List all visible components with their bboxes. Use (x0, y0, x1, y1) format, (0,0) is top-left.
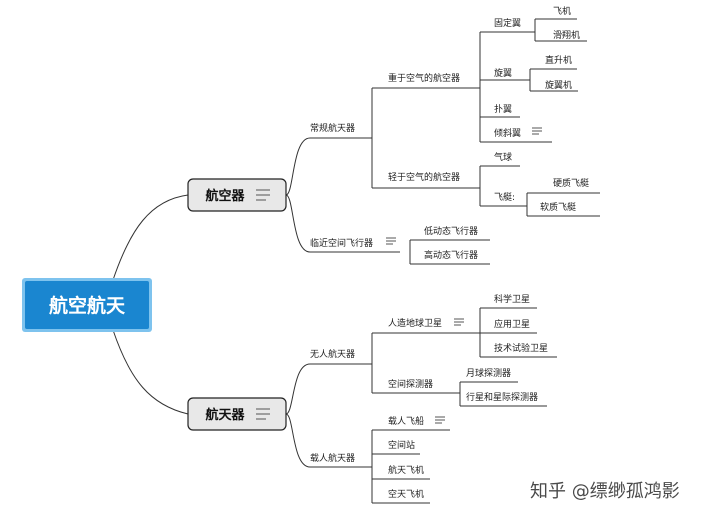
topic-tilt-wing[interactable]: 倾斜翼 (494, 127, 521, 139)
notes-icon[interactable] (454, 318, 464, 326)
topic-spaceplane[interactable]: 空天飞机 (388, 488, 424, 500)
topic-rotary-wing[interactable]: 旋翼 (494, 67, 512, 79)
topic-helicopter[interactable]: 直升机 (545, 54, 572, 66)
root-node[interactable]: 航空航天 (22, 278, 152, 332)
topic-low-dynamic-vehicle[interactable]: 低动态飞行器 (424, 225, 478, 237)
topic-application-satellite[interactable]: 应用卫星 (494, 318, 530, 330)
topic-unmanned-spacecraft[interactable]: 无人航天器 (310, 348, 355, 360)
topic-gyroplane[interactable]: 旋翼机 (545, 79, 572, 91)
topic-conventional-aircraft[interactable]: 常规航天器 (310, 122, 355, 134)
topic-manned-spaceship[interactable]: 载人飞船 (388, 415, 424, 427)
topic-science-satellite[interactable]: 科学卫星 (494, 293, 530, 305)
topic-rigid-airship[interactable]: 硬质飞艇 (553, 177, 589, 189)
topic-tech-test-satellite[interactable]: 技术试验卫星 (494, 342, 548, 354)
topic-fixed-wing[interactable]: 固定翼 (494, 17, 521, 29)
root-label: 航空航天 (49, 294, 126, 317)
branch-label-aircraft: 航空器 (205, 188, 245, 204)
topic-soft-airship[interactable]: 软质飞艇 (540, 201, 576, 213)
topic-heavier-than-air[interactable]: 重于空气的航空器 (388, 72, 460, 84)
notes-icon[interactable] (532, 127, 542, 135)
branch-node-aircraft[interactable]: 航空器 (187, 178, 287, 212)
topic-artificial-satellite[interactable]: 人造地球卫星 (388, 317, 442, 329)
topic-high-dynamic-vehicle[interactable]: 高动态飞行器 (424, 249, 478, 261)
notes-icon[interactable] (256, 189, 270, 201)
topic-lunar-probe[interactable]: 月球探测器 (466, 367, 511, 379)
watermark-text: 知乎 @缥缈孤鸿影 (530, 481, 680, 502)
topic-balloon[interactable]: 气球 (494, 151, 512, 163)
topic-space-shuttle[interactable]: 航天飞机 (388, 464, 424, 476)
topic-lighter-than-air[interactable]: 轻于空气的航空器 (388, 171, 460, 183)
topic-airship[interactable]: 飞艇: (494, 191, 515, 203)
topic-flapping-wing[interactable]: 扑翼 (494, 103, 512, 115)
topic-space-probe[interactable]: 空间探测器 (388, 378, 433, 390)
connector-lines (112, 18, 600, 504)
branch-node-spacecraft[interactable]: 航天器 (187, 397, 287, 431)
notes-icon[interactable] (386, 237, 396, 245)
topic-glider[interactable]: 滑翔机 (553, 29, 580, 41)
notes-icon[interactable] (435, 416, 445, 424)
topic-labels: 常规航天器 临近空间飞行器 重于空气的航空器 轻于空气的航空器 固定翼 旋翼 扑… (310, 5, 589, 500)
topic-near-space-vehicle[interactable]: 临近空间飞行器 (310, 237, 373, 249)
branch-label-spacecraft: 航天器 (205, 407, 245, 423)
topic-planetary-probe[interactable]: 行星和星际探测器 (466, 391, 538, 403)
topic-space-station[interactable]: 空间站 (388, 439, 415, 451)
topic-airplane[interactable]: 飞机 (553, 5, 571, 17)
topic-manned-spacecraft[interactable]: 载人航天器 (310, 452, 355, 464)
notes-icon[interactable] (256, 408, 270, 420)
